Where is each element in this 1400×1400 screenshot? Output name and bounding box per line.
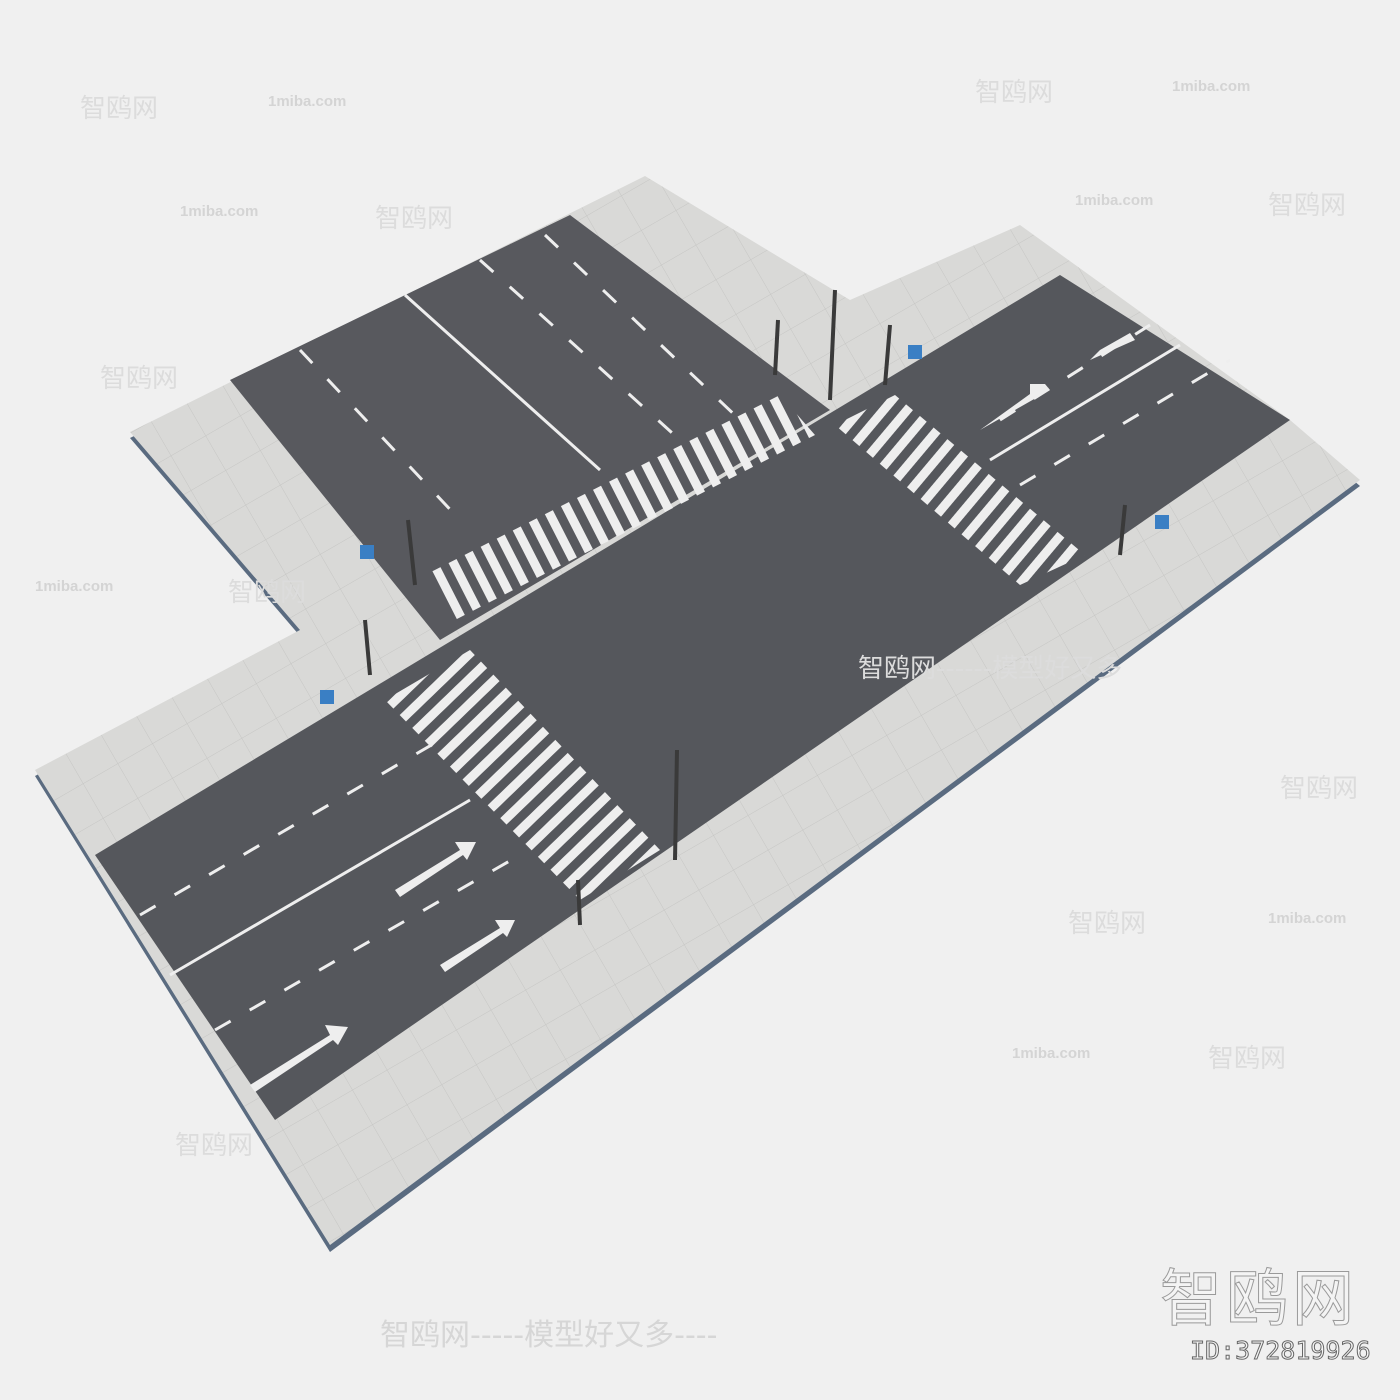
watermark-brand: 智鸥网 [975,78,1054,108]
watermark-site: 1miba.com [1075,192,1154,209]
crosswalk-north [425,395,815,620]
watermark-slogan: 智鸥网------模型好又多 [858,654,1123,684]
watermark-brand: 智鸥网 [375,204,454,234]
watermark-id: ID:372819926 [1190,1336,1372,1366]
watermark-site: 1miba.com [1268,910,1347,927]
watermark-site: 1miba.com [268,93,347,110]
watermark-site: 1miba.com [1012,1045,1091,1062]
watermark-brand: 智鸥网 [1208,1044,1287,1074]
traffic-poles [363,289,1127,926]
watermark-brand: 智鸥网 [100,364,179,394]
watermark-site: 1miba.com [35,578,114,595]
watermark-logo: 智鸥网 [1159,1262,1359,1336]
watermark-site: 1miba.com [1172,78,1251,95]
watermark-brand: 智鸥网 [80,94,159,124]
watermark-brand: 智鸥网 [228,578,307,608]
watermark-brand: 智鸥网 [175,1131,254,1161]
crosswalk-east [835,395,1085,585]
branch-road [230,215,830,640]
lane-markings [139,233,1231,1032]
mailboxes [320,345,1169,704]
crosswalk-southwest [385,650,660,900]
watermark-brand: 智鸥网 [1268,191,1347,221]
watermark-brand: 智鸥网 [1068,909,1147,939]
watermark-brand: 智鸥网 [1280,774,1359,804]
watermark-slogan: 智鸥网-----模型好又多---- [380,1318,718,1353]
watermark-site: 1miba.com [180,203,259,220]
road-arrows [250,333,1135,1092]
